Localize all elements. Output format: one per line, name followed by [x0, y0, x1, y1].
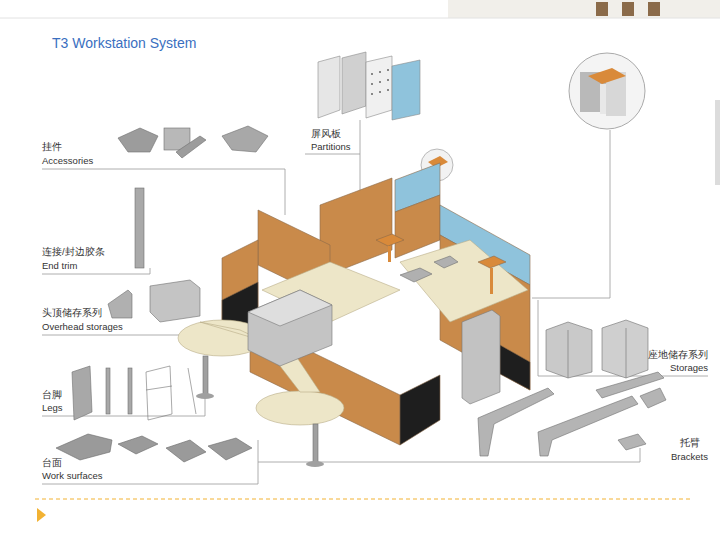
part-label: End trim [42, 260, 77, 271]
zoom-inset [569, 53, 645, 129]
part-label: Overhead storages [42, 321, 123, 332]
accessories-icons [118, 126, 268, 158]
leader-line [305, 120, 360, 154]
bracket-icons [478, 372, 666, 456]
part-label: Work surfaces [42, 470, 103, 481]
part-label: 座地储存系列 [648, 349, 708, 360]
part-label: 屏风板 [311, 128, 341, 139]
workstation [178, 163, 530, 467]
work-surface-icons [56, 434, 252, 462]
part-label: Legs [42, 402, 63, 413]
part-label: 托臂 [680, 437, 700, 448]
edge-bar [715, 100, 720, 185]
top-rule [0, 18, 720, 19]
partition-panels [318, 52, 420, 120]
photo-frame [648, 2, 660, 16]
bullet-marker [37, 508, 46, 522]
part-label: 台脚 [42, 389, 62, 400]
part-label: Partitions [311, 141, 351, 152]
part-label: 挂件 [42, 141, 62, 152]
part-label: 台面 [42, 457, 62, 468]
leader-line [532, 130, 610, 298]
photo-frame [622, 2, 634, 16]
storage-icons [546, 320, 648, 378]
photo-strip [448, 0, 720, 18]
dashed-rule [35, 499, 690, 500]
overhead-icons [108, 280, 200, 322]
leader-line [42, 398, 205, 416]
legs-icons [72, 366, 196, 420]
diagram-title: T3 Workstation System [52, 35, 196, 52]
photo-frame [596, 2, 608, 16]
part-label: Accessories [42, 155, 93, 166]
part-label: 连接/封边胶条 [42, 246, 105, 257]
leader-line [42, 169, 285, 215]
leader-lines [42, 120, 708, 484]
part-label: 头顶储存系列 [42, 307, 102, 318]
leader-line [538, 300, 539, 376]
end-trim-icon [135, 188, 144, 268]
part-label: Storages [670, 362, 708, 373]
part-label: Brackets [671, 451, 708, 462]
